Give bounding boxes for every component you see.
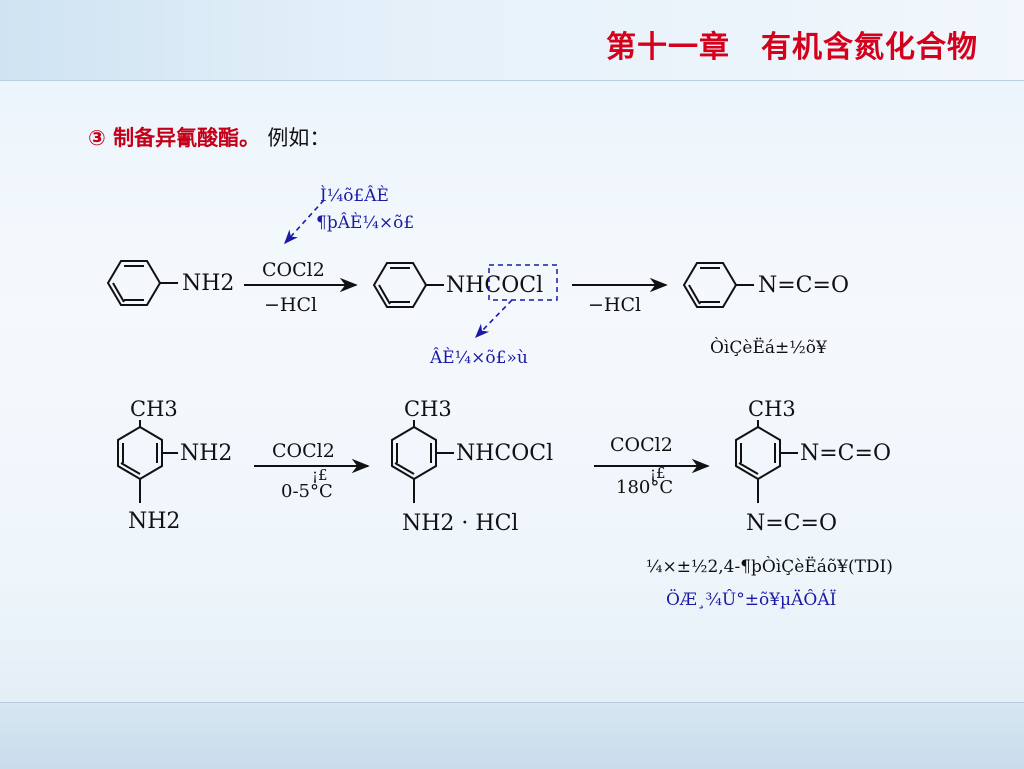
- footer-band: [0, 702, 1024, 769]
- condition-mark-1: ¡£: [312, 466, 328, 484]
- annotation-bottom: ÂÈ¼×õ£»ù: [429, 347, 528, 368]
- benzene-ring-diamine: [117, 420, 178, 503]
- annotation-top-line2: ¶þÂÈ¼×õ£: [316, 212, 414, 233]
- intermediate2-nhcocl: NHCOCl: [456, 441, 553, 466]
- annotation-arrow-top: [284, 199, 325, 245]
- benzene-ring-product: [682, 262, 754, 308]
- section-heading: ③ 制备异氰酸酯。 例如：: [88, 122, 330, 152]
- section-suffix: 例如：: [267, 126, 331, 150]
- reagent-cocl2-2: COCl2: [272, 440, 335, 462]
- byproduct-hcl-1: −HCl: [264, 294, 317, 316]
- intermediate2-ch3: CH3: [404, 397, 452, 421]
- diamine-nh2-bottom: NH2: [128, 509, 180, 534]
- benzene-ring-intermediate-2: [391, 420, 454, 503]
- tdi-nco-right: N=C=O: [800, 441, 891, 466]
- intermediate-nhcocl: NHCOCl: [446, 273, 543, 298]
- intermediate2-salt: NH2 · HCl: [402, 511, 518, 536]
- tdi-name: ¼×±½2,4-¶þÒìÇèËáõ¥(TDI): [646, 556, 893, 577]
- tdi-ch3: CH3: [748, 397, 796, 421]
- chapter-title: 第十一章 有机含氮化合物: [606, 30, 978, 65]
- aniline-nh2: NH2: [182, 271, 234, 296]
- reagent-cocl2-3: COCl2: [610, 434, 673, 456]
- tdi-use: ÖÆ¸¾Û°±õ¥µÄÔ­ÁÏ: [666, 589, 836, 610]
- condition-temp-1: 0-5°C: [281, 481, 333, 502]
- condition-mark-2: ¡£: [650, 464, 666, 482]
- benzene-ring-aniline: [106, 260, 178, 306]
- cocl-highlight-box: [488, 264, 558, 301]
- product-name-1: ÒìÇèËá±½õ¥: [710, 337, 827, 358]
- annotation-arrow-bottom: [474, 299, 513, 339]
- toluidine-ch3: CH3: [130, 397, 178, 421]
- header-band: [0, 0, 1024, 81]
- section-title: 制备异氰酸酯。: [113, 126, 261, 150]
- reagent-cocl2-1: COCl2: [262, 259, 325, 281]
- diamine-nh2-right: NH2: [180, 441, 232, 466]
- benzene-ring-intermediate: [372, 262, 444, 308]
- tdi-nco-bottom: N=C=O: [746, 511, 837, 536]
- section-number: ③: [88, 126, 106, 150]
- benzene-ring-tdi: [735, 420, 798, 503]
- byproduct-hcl-2: −HCl: [588, 294, 641, 316]
- product-isocyanate: N=C=O: [758, 273, 849, 298]
- annotation-top-line1: Ì¼õ£ÂÈ: [320, 185, 389, 206]
- condition-temp-2: 180°C: [616, 477, 673, 498]
